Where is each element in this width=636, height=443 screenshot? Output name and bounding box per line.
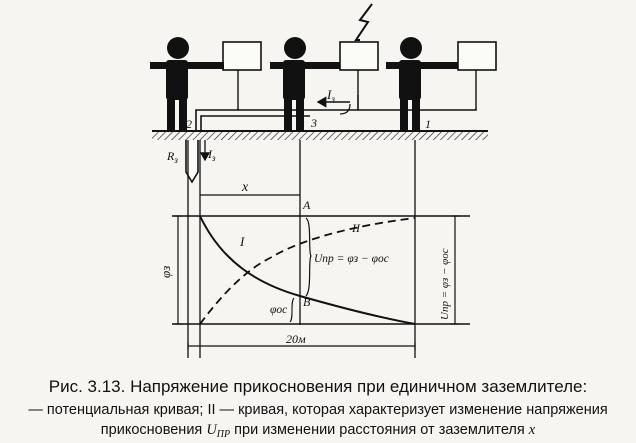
curve-i-label: I [239,234,245,249]
person-middle [270,37,340,131]
caption-line-3-rest: при изменении расстояния от заземлителя [230,422,529,438]
equipment-box-left [222,41,262,108]
caption-line-2: — потенциальная кривая; II — кривая, кот… [28,402,608,418]
lightning-icon [354,3,373,41]
node-label-2: 2 [186,117,192,131]
reference-lines [187,140,416,358]
person-right [386,37,458,131]
phi-os-label: φос [270,304,287,316]
caption-symbol-u: U [206,422,217,438]
ground [152,130,488,140]
node-label-3: 3 [310,116,317,130]
ground-bus [195,95,477,130]
curve-ii-label: II [351,221,361,235]
person-left [150,37,224,131]
plot-frame [172,215,470,325]
distance-label: x [241,180,249,195]
scale-label: 20м [286,332,306,346]
potential-label: φз [158,266,173,278]
touch-voltage-brace [305,217,312,297]
curve-ii-touch-voltage [199,217,416,325]
node-label-1: 1 [425,117,431,131]
caption-symbol-u-sub: ПР [216,429,231,440]
svg-text:Iз: Iз [326,87,335,104]
rod-current-label: Iз [207,147,216,163]
equipment-box-middle [339,41,379,95]
distance-dimension [199,191,301,199]
resistance-label: Rз [166,149,178,165]
caption-line-3: прикосновения UПР при изменении расстоян… [0,422,636,440]
right-axis-label: Uпр = φз − φос [439,248,451,320]
equipment-box-right [457,41,497,108]
phi-os-brace [289,297,295,323]
voltage-formula: Uпр = φз − φос [314,253,389,265]
caption-line-3-text: прикосновения [100,422,207,438]
current-arrow: Iз [316,87,351,115]
curve-i-potential [199,215,416,325]
touch-voltage-figure: Iз 2 3 1 Rз Iз x φз Uпр = φ [150,3,497,358]
potential-dimension [174,215,182,325]
caption-line-1: Рис. 3.13. Напряжение прикосновения при … [48,377,588,396]
caption-variable-x: x [528,422,536,438]
point-a-label: A [302,198,311,212]
point-b-label: B [303,295,311,309]
right-dimension [451,215,459,325]
scale-dimension [187,342,416,350]
grounding-rod [185,140,211,184]
